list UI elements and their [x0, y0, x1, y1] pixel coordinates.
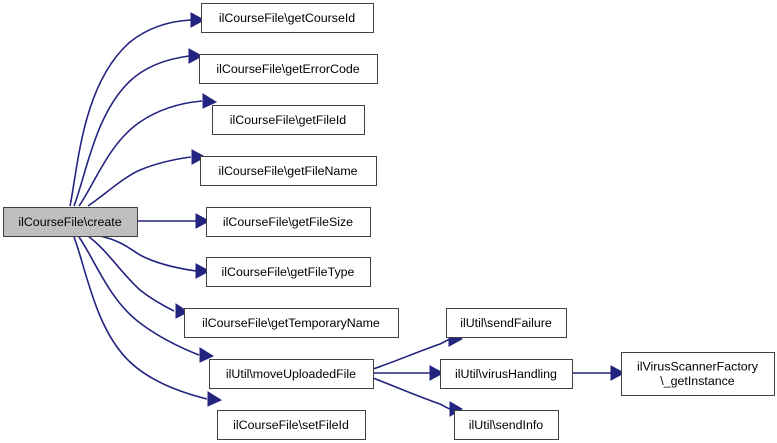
graph-node-sendFailure[interactable]: ilUtil\sendFailure: [446, 308, 567, 338]
graph-node-getErrorCode[interactable]: ilCourseFile\getErrorCode: [199, 54, 378, 84]
node-label-getTemporaryName: ilCourseFile\getTemporaryName: [202, 316, 380, 330]
node-box-getErrorCode[interactable]: [199, 54, 378, 84]
arrowhead-icon-virusHandling: [429, 365, 445, 381]
node-label-getFileName: ilCourseFile\getFileName: [218, 164, 357, 178]
arrowhead-icon-getErrorCode: [188, 48, 204, 64]
edge-create-to-getFileType: [99, 235, 197, 272]
arrowhead-icon-getInstance: [610, 365, 626, 381]
nodes-layer: ilCourseFile\create ilCourseFile\getCours…: [3, 3, 775, 440]
node-box-getTemporaryName[interactable]: [184, 308, 399, 338]
graph-node-setFileId[interactable]: ilCourseFile\setFileId: [217, 410, 366, 440]
node-label-getFileSize: ilCourseFile\getFileSize: [223, 215, 353, 229]
node-box-getInstance[interactable]: [621, 352, 775, 396]
arrowhead-icon-moveUploadedFile: [199, 347, 215, 363]
edge-create-to-moveUploadedFile: [78, 236, 200, 356]
arrowhead-icon-getCourseId: [190, 12, 206, 28]
node-box-sendFailure[interactable]: [446, 308, 567, 338]
graph-node-getCourseId[interactable]: ilCourseFile\getCourseId: [201, 3, 374, 33]
graph-node-getTemporaryName[interactable]: ilCourseFile\getTemporaryName: [184, 308, 399, 338]
node-label-getFileId: ilCourseFile\getFileId: [230, 113, 346, 127]
graph-node-create[interactable]: ilCourseFile\create: [3, 207, 138, 237]
edge-create-to-getCourseId: [69, 19, 192, 207]
arrowhead-icon-getFileName: [191, 149, 207, 165]
edge-create-to-setFileId: [73, 236, 208, 400]
graph-node-sendInfo[interactable]: ilUtil\sendInfo: [454, 410, 559, 440]
node-box-create[interactable]: [3, 207, 138, 237]
node-box-getFileType[interactable]: [206, 257, 371, 287]
graph-node-virusHandling[interactable]: ilUtil\virusHandling: [440, 359, 573, 389]
graph-node-getInstance[interactable]: ilVirusScannerFactory\_getInstance: [621, 352, 775, 396]
edges-layer: [69, 12, 626, 417]
edge-create-to-getErrorCode: [73, 55, 190, 207]
node-box-sendInfo[interactable]: [454, 410, 559, 440]
edge-create-to-getTemporaryName: [87, 235, 175, 312]
node-label-getFileType: ilCourseFile\getFileType: [222, 265, 355, 279]
graph-node-getFileType[interactable]: ilCourseFile\getFileType: [206, 257, 371, 287]
node-label-getErrorCode: ilCourseFile\getErrorCode: [216, 62, 359, 76]
node-box-moveUploadedFile[interactable]: [209, 359, 374, 389]
node-box-setFileId[interactable]: [217, 410, 366, 440]
node-box-getFileName[interactable]: [200, 156, 377, 186]
edge-create-to-getFileName: [87, 156, 192, 207]
edge-moveUploadedFile-to-sendInfo: [372, 377, 451, 410]
graph-node-getFileId[interactable]: ilCourseFile\getFileId: [212, 105, 365, 135]
graph-node-moveUploadedFile[interactable]: ilUtil\moveUploadedFile: [209, 359, 374, 389]
node-box-getFileSize[interactable]: [206, 207, 371, 237]
node-label-getInstance: ilVirusScannerFactory: [637, 360, 759, 374]
arrowhead-icon-getFileType: [195, 263, 211, 279]
node-label-sendInfo: ilUtil\sendInfo: [469, 418, 543, 432]
node-box-getFileId[interactable]: [212, 105, 365, 135]
graph-node-getFileName[interactable]: ilCourseFile\getFileName: [200, 156, 377, 186]
node-label-virusHandling: ilUtil\virusHandling: [455, 367, 557, 381]
arrowhead-icon-getFileId: [202, 93, 218, 109]
arrowhead-icon-getTemporaryName: [175, 303, 189, 319]
arrowhead-icon-getFileSize: [195, 213, 211, 229]
edge-moveUploadedFile-to-sendFailure: [372, 338, 451, 370]
node-label-getCourseId: ilCourseFile\getCourseId: [219, 11, 355, 25]
node-box-virusHandling[interactable]: [440, 359, 573, 389]
arrowhead-icon-setFileId: [207, 391, 223, 407]
node-label-getInstance: \_getInstance: [660, 374, 735, 388]
node-label-create: ilCourseFile\create: [18, 215, 121, 229]
edge-create-to-getFileId: [78, 100, 203, 207]
node-label-moveUploadedFile: ilUtil\moveUploadedFile: [226, 367, 356, 381]
node-label-sendFailure: ilUtil\sendFailure: [460, 316, 552, 330]
graph-node-getFileSize[interactable]: ilCourseFile\getFileSize: [206, 207, 371, 237]
node-box-getCourseId[interactable]: [201, 3, 374, 33]
node-label-setFileId: ilCourseFile\setFileId: [233, 418, 349, 432]
